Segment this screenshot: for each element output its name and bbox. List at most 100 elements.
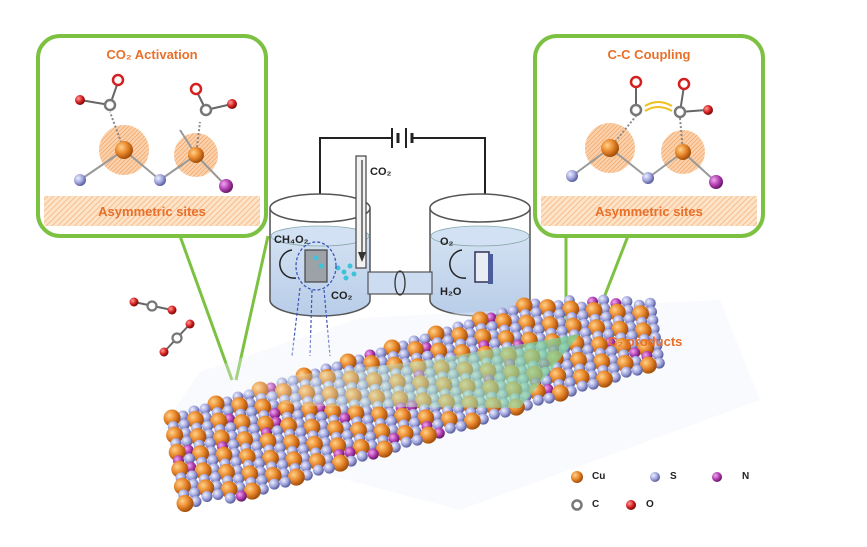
lattice-atom-s (463, 319, 475, 331)
left-panel-footer: Asymmetric sites (98, 204, 206, 219)
lattice-atom-s (248, 423, 260, 435)
lattice-atom-s (411, 434, 423, 446)
right-panel (533, 34, 765, 373)
anode-electrode (474, 251, 490, 283)
cathode-electrode (304, 249, 328, 283)
lattice-atom-s (626, 330, 638, 342)
lattice-atom-s (181, 436, 193, 448)
lattice-atom-s (605, 345, 617, 357)
lattice-atom-s (246, 406, 258, 418)
lattice-atom-n (388, 433, 400, 444)
lattice-atom-s (499, 406, 511, 418)
co2-inlet-label: CO₂ (370, 166, 392, 178)
lattice-atom-s (233, 473, 245, 485)
lattice-atom-s (432, 419, 444, 430)
lattice-atom-s (212, 489, 224, 500)
lattice-atom-n (269, 408, 281, 420)
lattice-atom-cu (243, 482, 261, 500)
zoom-circle (295, 241, 337, 291)
lattice-atom-s (649, 331, 661, 343)
lattice-atom-s (199, 403, 211, 415)
lattice-atom-s (312, 464, 324, 476)
lattice-atom-n (629, 347, 641, 359)
lattice-atom-s (178, 419, 190, 431)
lattice-atom-s (488, 408, 500, 420)
lattice-atom-cu (639, 356, 657, 374)
lattice-atom-s (532, 394, 544, 406)
lattice-atom-s (647, 314, 659, 326)
lattice-atom-s (455, 420, 467, 432)
lattice-atom-s (207, 454, 219, 466)
legend: Cu S N C O (570, 470, 770, 520)
lattice-atom-n (235, 490, 247, 502)
o-swatch-icon (626, 500, 636, 510)
cathode-product-label: CH₄O₂ (274, 234, 309, 246)
lattice-atom-s (533, 324, 545, 336)
lattice-atom-s (362, 414, 374, 426)
left-panel-title: CO₂ Activation (106, 47, 198, 62)
lattice-atom-n (344, 447, 356, 458)
lattice-atom-s (422, 350, 434, 362)
co2-inlet-tube (355, 155, 367, 269)
lattice-atom-cu (595, 370, 613, 388)
lattice-atom-s (253, 457, 265, 469)
lattice-atom-s (256, 475, 268, 486)
lattice-atom-s (620, 366, 632, 378)
lattice-atom-s (272, 425, 283, 437)
lattice-atom-s (321, 445, 333, 457)
lattice-atom-s (561, 359, 573, 371)
lattice-atom-s (576, 380, 588, 392)
lattice-atom-cu (331, 454, 349, 472)
lattice-atom-s (543, 392, 555, 404)
lattice-atom-s (204, 437, 216, 449)
lattice-atom-s (277, 459, 289, 471)
lattice-atom-s (442, 335, 454, 347)
lattice-atom-s (224, 492, 236, 504)
lattice-atom-s (507, 305, 519, 317)
lattice-atom-s (268, 478, 280, 490)
lattice-atom-s (318, 428, 330, 440)
lattice-atom-s (279, 476, 291, 488)
lattice-atom-s (228, 439, 239, 451)
lattice-atom-s (186, 470, 198, 482)
right-asymmetric-band (541, 196, 757, 226)
s-swatch-icon (650, 472, 660, 482)
lattice-atom-s (292, 409, 304, 421)
lattice-atom-s (624, 313, 635, 325)
lattice-atom-s (577, 310, 589, 322)
lattice-atom-s (331, 361, 343, 373)
lattice-atom-s (201, 491, 213, 502)
lattice-atom-s (209, 471, 221, 483)
lattice-atom-s (222, 405, 234, 417)
lattice-atom-s (554, 308, 566, 320)
c2-products-label: C₂ products (608, 334, 683, 349)
lattice-atom-s (189, 487, 201, 499)
lattice-atom-cu (176, 495, 194, 512)
cu-swatch-icon (571, 471, 583, 483)
c2-product-beam (232, 334, 580, 408)
lattice-atom-s (202, 420, 214, 432)
lattice-atom-s (365, 431, 377, 443)
lattice-atom-s (486, 321, 498, 333)
lattice-atom-s (600, 311, 612, 323)
lattice-atom-s (582, 344, 594, 356)
lattice-atom-s (603, 328, 615, 340)
lattice-atom-s (564, 377, 576, 388)
lattice-atom-s (297, 443, 309, 455)
lattice-atom-cu (419, 426, 437, 444)
n-swatch-icon (712, 472, 722, 482)
lattice-atom-s (476, 405, 488, 416)
lattice-atom-s (580, 327, 591, 339)
lattice-atom-cu (551, 384, 569, 402)
right-panel-footer: Asymmetric sites (595, 204, 703, 219)
free-co2-molecules (129, 297, 195, 357)
lattice-atom-s (356, 450, 368, 462)
lattice-atom-s (489, 338, 501, 350)
lattice-atom-s (274, 442, 286, 454)
lattice-atom-cu (463, 412, 481, 430)
right-panel-title: C-C Coupling (607, 47, 691, 62)
left-callout-line (178, 235, 234, 381)
cathode-co2-label: CO₂ (331, 290, 353, 302)
lattice-atom-s (652, 349, 664, 360)
